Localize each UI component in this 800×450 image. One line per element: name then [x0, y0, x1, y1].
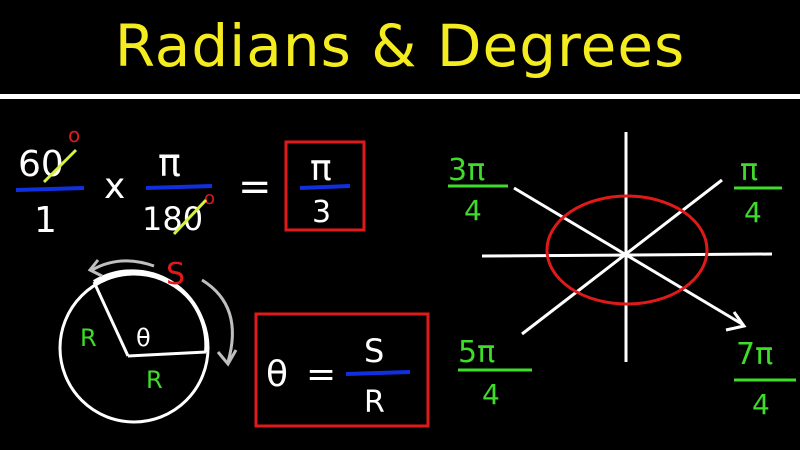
angle-numerator: 5π	[458, 335, 495, 370]
arrowhead	[216, 349, 238, 367]
radius-line	[127, 350, 207, 358]
curved-arrow	[91, 259, 155, 272]
degree-symbol: o	[204, 188, 215, 209]
angle-denominator: 4	[464, 194, 482, 227]
radius-line	[92, 281, 130, 357]
equals-sign: =	[238, 164, 272, 210]
angle-numerator: 7π	[736, 337, 773, 372]
radius-label: R	[146, 366, 163, 394]
pi-numerator: π	[158, 141, 181, 185]
angle-numerator: π	[740, 153, 758, 188]
conversion-example: 60 o 1 x π 180 o = π 3	[15, 123, 366, 241]
formula-equals: =	[306, 354, 336, 395]
arc-length-diagram: S R θ R	[58, 257, 238, 424]
curved-arrow	[201, 278, 234, 363]
formula-denominator: R	[364, 385, 385, 420]
fraction-bar	[345, 370, 411, 376]
page-title: Radians & Degrees	[114, 12, 686, 80]
fraction-bar	[299, 184, 351, 190]
answer-numerator: π	[310, 148, 332, 189]
pi-denominator: 180	[142, 200, 203, 238]
angle-denominator: 4	[752, 388, 770, 421]
arc-label: S	[166, 257, 185, 292]
diagonal-line	[513, 186, 743, 326]
formula-frame	[254, 312, 430, 428]
formula-box: θ = S R	[254, 312, 430, 428]
fraction-bar	[15, 186, 85, 192]
degree-symbol: o	[68, 123, 80, 147]
answer-box	[284, 140, 366, 232]
cancel-strike	[42, 148, 78, 184]
theta-label: θ	[136, 324, 151, 352]
diagonal-line	[521, 178, 723, 336]
formula-numerator: S	[364, 332, 384, 370]
arc-segment	[92, 269, 209, 353]
angle-denominator: 4	[482, 378, 500, 411]
title-divider	[0, 94, 800, 99]
fraction-bar	[145, 184, 213, 190]
degree-numerator: 60	[18, 144, 64, 185]
arrowhead	[725, 311, 747, 332]
arrowhead	[87, 259, 103, 278]
unit-circle: 3π 4 π 4 5π 4 7π 4	[448, 132, 796, 421]
radius-label: R	[80, 324, 97, 352]
formula-theta: θ	[266, 354, 288, 395]
degree-denominator: 1	[34, 200, 57, 241]
answer-denominator: 3	[312, 195, 331, 230]
circle	[545, 194, 709, 306]
angle-denominator: 4	[744, 196, 762, 229]
angle-numerator: 3π	[448, 153, 485, 188]
multiply-sign: x	[104, 166, 125, 207]
cancel-strike	[172, 198, 208, 236]
